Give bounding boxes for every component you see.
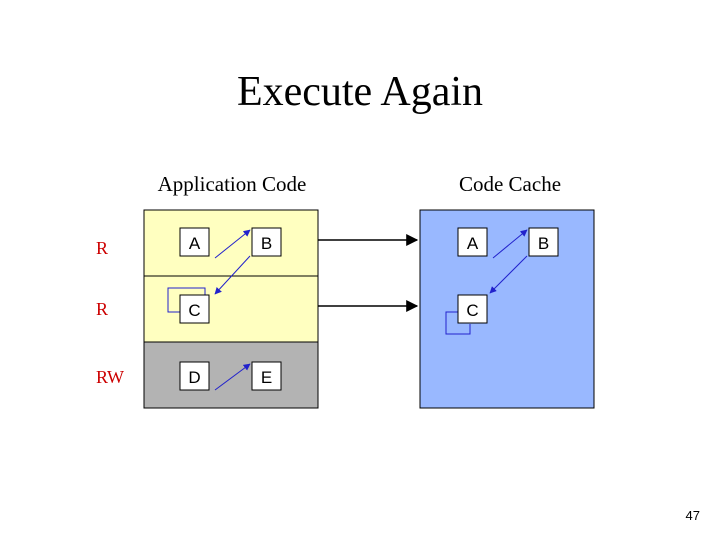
app-arrow-d-to-e [214,363,251,391]
app-arrow-a-to-b [214,229,251,259]
code-cache-label: Code Cache [458,172,562,196]
app-region-row3 [143,341,319,409]
app-block-a [179,227,210,257]
app-block-d [179,361,210,391]
app-block-c-label: C [188,301,200,320]
cache-block-c [457,294,488,324]
slide-title: Execute Again [236,69,484,115]
app-region-row2 [143,275,319,343]
app-block-b [251,227,282,257]
app-block-a-label: A [189,234,201,253]
cache-arrow-a-to-b [492,229,528,259]
app-block-d-label: D [188,368,200,387]
cache-c-loop [445,311,471,335]
app-region-row1 [143,209,319,277]
cache-block-b-label: B [538,234,549,253]
cache-arrow-b-to-c [489,255,528,294]
permission-label-row1: R [96,238,109,258]
permission-label-row2: R [96,299,109,319]
cache-block-c-label: C [466,301,478,320]
cache-block-a-label: A [467,234,479,253]
app-block-e [251,361,282,391]
app-block-b-label: B [261,234,272,253]
cache-block-b [528,227,559,257]
app-c-loop [167,287,206,313]
permission-label-row3: RW [96,367,125,387]
cache-block-a [457,227,488,257]
code-cache-region [419,209,595,409]
app-block-e-label: E [261,368,272,387]
app-block-c [179,294,210,324]
app-arrow-b-to-c [214,255,251,295]
application-code-label: Application Code [157,172,307,196]
page-number: 47 [685,508,700,523]
